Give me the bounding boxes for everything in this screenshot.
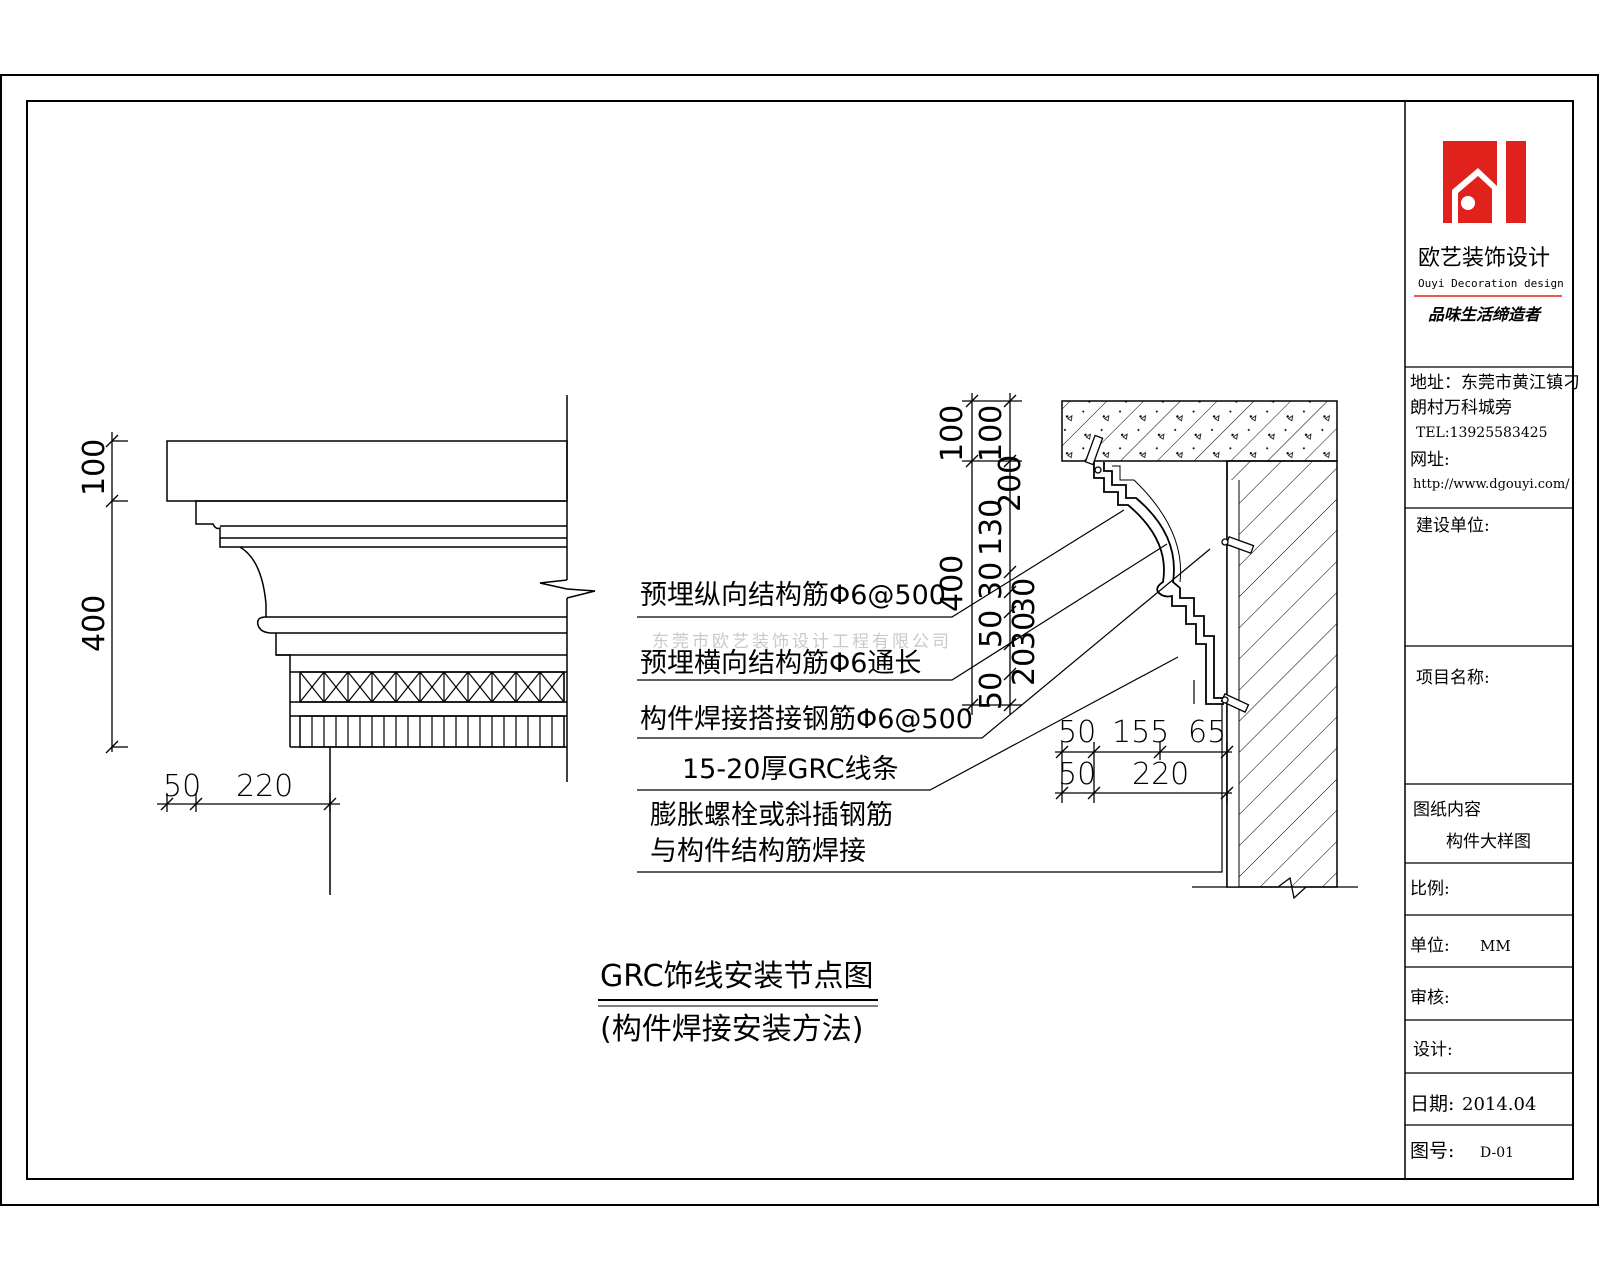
right-dim-row1-155: 155	[1112, 715, 1170, 750]
right-dim-130: 130	[974, 498, 1009, 556]
date-value: 2014.04	[1462, 1094, 1537, 1115]
tel: TEL:13925583425	[1416, 425, 1548, 441]
right-dimension-lines	[962, 393, 1234, 803]
callout-welding-rebar: 构件焊接搭接钢筋Φ6@500	[640, 704, 973, 735]
right-dim-row1-50: 50	[1058, 715, 1097, 750]
left-dimension-lines	[105, 432, 340, 812]
left-dim-220: 220	[236, 769, 294, 804]
right-dim-30-a: 30	[974, 561, 1009, 600]
unit-value: MM	[1480, 937, 1511, 955]
company-slogan: 品味生活缔造者	[1428, 305, 1541, 324]
watermark: 东莞市欧艺装饰设计工程有限公司	[652, 632, 952, 652]
callout-weld-note: 与构件结构筋焊接	[650, 836, 866, 867]
review-label: 审核:	[1410, 988, 1450, 1008]
outer-border	[0, 74, 1599, 1206]
drawing-title: GRC饰线安装节点图	[600, 959, 874, 994]
left-profile	[166, 395, 596, 895]
content-value: 构件大样图	[1446, 832, 1531, 852]
right-dim-100-a: 100	[935, 404, 970, 462]
scale-label: 比例:	[1410, 879, 1450, 899]
unit-label: 单位:	[1410, 936, 1450, 956]
client-label: 建设单位:	[1416, 516, 1490, 536]
right-dim-30-c: 30	[1007, 611, 1042, 650]
inner-border	[26, 100, 1574, 1180]
concrete-slab	[1061, 400, 1338, 462]
decorative-flute-band	[311, 716, 553, 747]
right-dim-20: 20	[1007, 647, 1042, 686]
right-dim-row2-220: 220	[1132, 757, 1190, 792]
date-label: 日期:	[1410, 1093, 1455, 1115]
left-dim-400: 400	[77, 594, 112, 652]
company-logo	[1414, 141, 1562, 297]
design-label: 设计:	[1413, 1040, 1453, 1060]
content-label: 图纸内容	[1413, 800, 1481, 820]
right-dim-50-b: 50	[974, 671, 1009, 710]
right-dim-50-a: 50	[974, 609, 1009, 648]
right-dim-row2-50: 50	[1058, 757, 1097, 792]
callout-transverse-rebar: 预埋横向结构筋Φ6通长	[640, 648, 922, 679]
right-dim-100-b: 100	[974, 404, 1009, 462]
drawing-subtitle: (构件焊接安装方法)	[600, 1012, 864, 1047]
callout-longitudinal-rebar: 预埋纵向结构筋Φ6@500	[640, 580, 946, 611]
anchor-bolts	[1084, 434, 1255, 713]
titleblock-grid	[1405, 366, 1573, 1126]
project-label: 项目名称:	[1416, 668, 1490, 688]
title-underline	[598, 999, 878, 1007]
address-line1: 地址：东莞市黄江镇刁	[1410, 373, 1580, 393]
left-dim-100: 100	[77, 438, 112, 496]
web-label: 网址:	[1410, 450, 1450, 470]
drawing-no-label: 图号:	[1410, 1140, 1455, 1162]
grc-profile	[1093, 461, 1224, 705]
web-url: http://www.dgouyi.com/	[1413, 477, 1570, 492]
callout-expansion-bolt: 膨胀螺栓或斜插钢筋	[650, 800, 893, 831]
address-line2: 朗村万科城旁	[1410, 398, 1512, 418]
callout-grc-thickness: 15-20厚GRC线条	[682, 754, 899, 785]
drawing-no-value: D-01	[1480, 1145, 1515, 1161]
right-dim-30-b: 30	[1007, 577, 1042, 616]
left-dim-50: 50	[163, 769, 202, 804]
company-name-en: Ouyi Decoration design	[1418, 277, 1564, 290]
right-dim-400: 400	[935, 554, 970, 612]
wall-section	[1192, 460, 1358, 900]
right-dim-row1-65: 65	[1188, 715, 1227, 750]
company-name-cn: 欧艺装饰设计	[1418, 246, 1551, 271]
decorative-cross-band	[299, 671, 565, 703]
callout-leaders	[637, 509, 1223, 873]
